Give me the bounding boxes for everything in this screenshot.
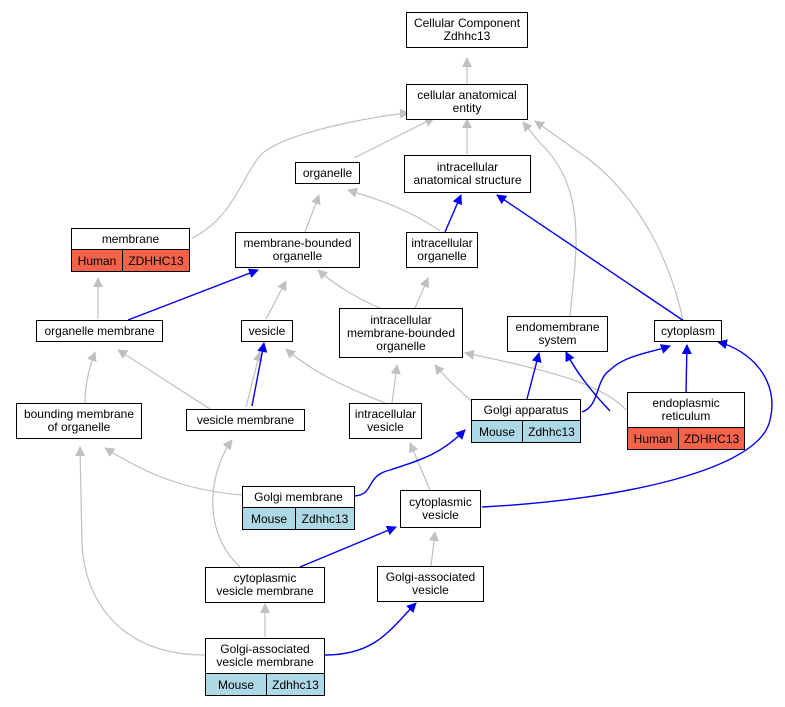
edge-imbo-mbo: [317, 269, 381, 309]
gene-label: ZDHHC13: [122, 250, 189, 271]
edge-mbo-organelle: [304, 194, 321, 233]
node-golgi-apparatus: Golgi apparatus: [471, 399, 581, 421]
edge-organelle-cae: [353, 117, 435, 159]
annotation-membrane: Human ZDHHC13: [71, 249, 190, 272]
node-endoplasmic-reticulum: endoplasmic reticulum: [627, 392, 745, 428]
node-cytoplasmic-vesicle-membrane: cytoplasmic vesicle membrane: [205, 567, 325, 603]
edge-golgi-endo: [526, 352, 542, 400]
edge-om-mbo: [127, 268, 259, 321]
node-membrane: membrane: [71, 228, 190, 250]
edge-bmo-om: [84, 351, 97, 404]
edge-cvm-vm: [212, 439, 241, 568]
species-label: Human: [77, 253, 117, 268]
edge-er-cyto: [681, 344, 692, 393]
node-cellular-anatomical-entity: cellular anatomical entity: [406, 84, 528, 120]
edge-iv-imbo: [390, 364, 401, 404]
edge-imbo-io: [414, 277, 430, 309]
node-bounding-membrane-of-organelle: bounding membrane of organelle: [16, 403, 142, 439]
edge-er-endo: [565, 351, 611, 412]
edge-membrane-cae: [191, 108, 410, 239]
node-endomembrane-system: endomembrane system: [507, 316, 608, 352]
edge-gm-bmo: [104, 447, 243, 496]
edge-golgi-imbo: [434, 364, 473, 403]
edge-vm-vesicle: [245, 351, 263, 408]
gene-label: Zdhhc13: [266, 674, 324, 695]
node-cytoplasm: cytoplasm: [654, 320, 722, 342]
edge-cv-cyto: [481, 339, 773, 508]
node-intracellular-anatomical-structure: intracellular anatomical structure: [404, 155, 531, 193]
annotation-golgi-membrane: Mouse Zdhhc13: [242, 507, 355, 530]
edge-cyto-ias: [496, 194, 685, 322]
edge-gavm-bmo: [75, 446, 206, 656]
gene-label: Zdhhc13: [522, 421, 580, 442]
edge-cv-iv: [408, 442, 431, 491]
edge-vm-om: [117, 349, 211, 410]
node-golgi-associated-vesicle-membrane: Golgi-associated vesicle membrane: [205, 638, 325, 674]
edge-gav-cv: [428, 531, 439, 567]
edge-endo-cae: [522, 121, 577, 317]
edge-vm-vesicle-blue: [251, 342, 268, 407]
species-label: Mouse: [217, 677, 255, 692]
species-label: Mouse: [250, 511, 288, 526]
node-vesicle-membrane: vesicle membrane: [186, 409, 305, 431]
node-golgi-associated-vesicle: Golgi-associated vesicle: [377, 566, 484, 602]
root-node: Cellular Component Zdhhc13: [406, 12, 528, 48]
edge-cvm-cv: [299, 525, 397, 568]
edge-iv-vesicle: [285, 348, 386, 404]
edge-vesicle-mbo: [265, 280, 287, 320]
edge-gavm-gav: [324, 602, 417, 656]
gene-label: Zdhhc13: [295, 508, 354, 529]
node-golgi-membrane: Golgi membrane: [242, 486, 355, 508]
species-label: Mouse: [478, 424, 516, 439]
edge-gm-golgi: [354, 429, 466, 497]
node-organelle-membrane: organelle membrane: [36, 320, 163, 342]
node-organelle: organelle: [295, 162, 360, 184]
node-membrane-bounded-organelle: membrane-bounded organelle: [235, 232, 360, 268]
edge-golgi-cyto: [581, 344, 671, 413]
annotation-golgi-apparatus: Mouse Zdhhc13: [471, 420, 581, 443]
edge-io-ias: [444, 194, 463, 233]
edge-io-organelle: [347, 187, 441, 232]
edge-er-imbo: [464, 349, 627, 411]
species-label: Human: [633, 431, 673, 446]
node-vesicle: vesicle: [241, 320, 293, 342]
node-intracellular-organelle: intracellular organelle: [406, 232, 478, 268]
node-intracellular-vesicle: intracellular vesicle: [349, 403, 422, 439]
edge-cyto-cae: [534, 120, 684, 321]
node-cytoplasmic-vesicle: cytoplasmic vesicle: [400, 490, 481, 528]
gene-label: ZDHHC13: [678, 428, 744, 449]
annotation-endoplasmic-reticulum: Human ZDHHC13: [627, 427, 745, 450]
node-intracellular-membrane-bounded-organelle: intracellular membrane-bounded organelle: [339, 308, 463, 358]
annotation-golgi-associated-vesicle-membrane: Mouse Zdhhc13: [205, 673, 325, 696]
